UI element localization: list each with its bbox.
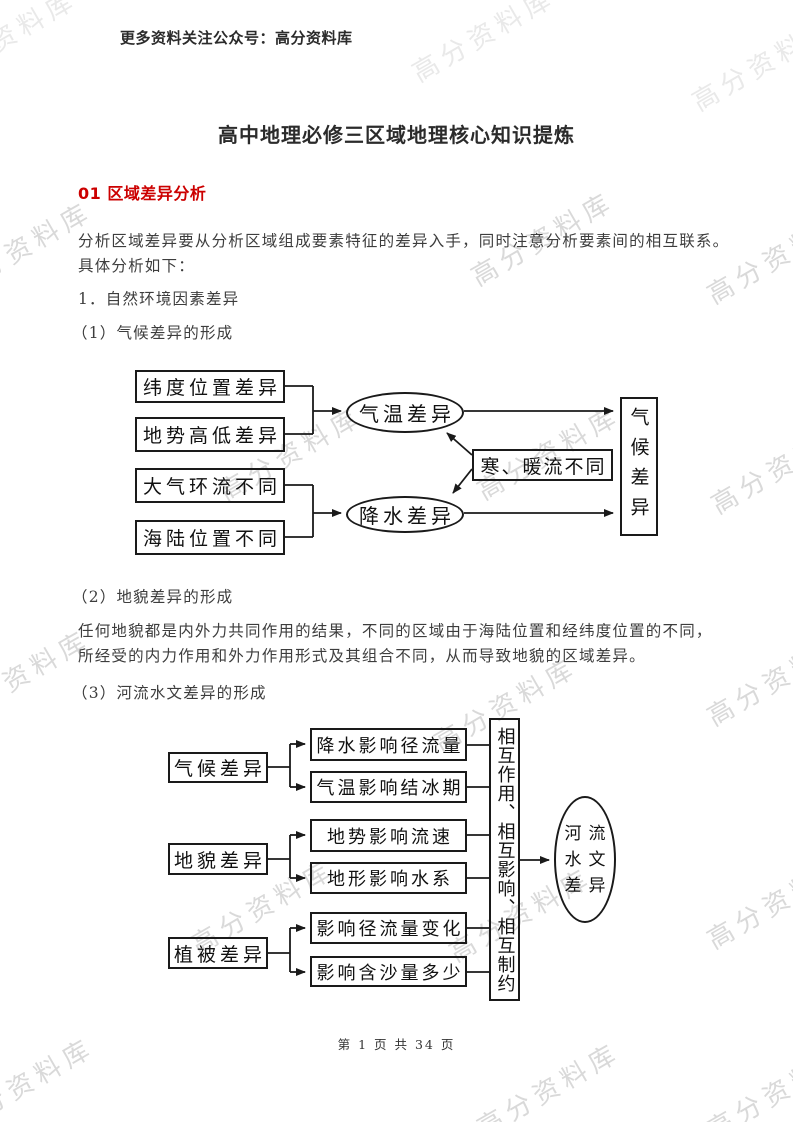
intro-paragraph: 分析区域差异要从分析区域组成要素特征的差异入手，同时注意分析要素间的相互联系。 … [78,229,738,279]
box-precipitation-runoff: 降水影响径流量 [310,728,467,761]
box-vegetation-difference: 植被差异 [168,937,268,969]
subheading-climate-difference: （1）气候差异的形成 [72,324,234,342]
box-terrain-flow-speed: 地势影响流速 [310,819,467,852]
river-hydrology-diagram: 气候差异 地貌差异 植被差异 降水影响径流量 气温影响结冰期 地势影响流速 地形… [168,715,618,1005]
diagram-connector-lines [285,385,614,538]
result-line-3: 差异 [564,875,613,896]
box-climate-difference: 气候差异 [168,752,268,783]
node-temperature-difference: 气温差异 [346,392,464,433]
landform-line-2: 所经受的内力作用和外力作用形式及其组合不同，从而导致地貌的区域差异。 [78,647,646,665]
box-mutual-relation: 相互作用、相互影响、相互制约 [489,718,520,1001]
watermark-text: 高分资料库 [687,11,793,118]
box-ocean-currents: 寒、暖流不同 [472,449,613,481]
subheading-hydrology-difference: （3）河流水文差异的形成 [72,684,267,702]
box-latitude-position-difference: 纬度位置差异 [135,370,285,403]
watermark-text: 高分资料库 [706,414,793,521]
result-line-2: 水文 [564,849,613,870]
watermark-text: 高分资料库 [0,0,84,91]
section-heading: 01 区域差异分析 [78,184,207,203]
box-temperature-freeze-period: 气温影响结冰期 [310,771,467,803]
page-title: 高中地理必修三区域地理核心知识提炼 [218,123,575,147]
box-climate-difference-result: 气候差异 [620,397,658,536]
watermark-text: 高分资料库 [702,849,793,956]
box-runoff-change: 影响径流量变化 [310,912,467,944]
diagram-connector-lines [268,740,550,976]
box-terrain-river-system: 地形影响水系 [310,862,467,894]
result-line-1: 河流 [564,823,613,844]
box-sediment-amount: 影响含沙量多少 [310,956,467,987]
landform-line-1: 任何地貌都是内外力共同作用的结果，不同的区域由于海陆位置和经纬度位置的不同， [78,622,713,640]
intro-line-2: 具体分析如下： [78,257,195,275]
box-land-sea-position: 海陆位置不同 [135,520,285,555]
landform-paragraph: 任何地貌都是内外力共同作用的结果，不同的区域由于海陆位置和经纬度位置的不同， 所… [78,619,738,669]
page-number-footer: 第 1 页 共 34 页 [337,1037,456,1052]
climate-difference-diagram: 纬度位置差异 地势高低差异 大气环流不同 海陆位置不同 气温差异 降水差异 寒、… [135,365,665,565]
box-atmospheric-circulation: 大气环流不同 [135,468,285,503]
box-elevation-difference: 地势高低差异 [135,417,285,452]
header-note: 更多资料关注公众号：高分资料库 [120,29,353,47]
box-landform-difference: 地貌差异 [168,843,268,875]
intro-line-1: 分析区域差异要从分析区域组成要素特征的差异入手，同时注意分析要素间的相互联系。 [78,232,730,250]
node-precipitation-difference: 降水差异 [346,496,464,533]
list-item-natural-factors: 1．自然环境因素差异 [78,290,240,308]
watermark-text: 高分资料库 [407,0,562,89]
node-river-hydrology-result: 河流 水文 差异 [554,796,616,923]
subheading-landform-difference: （2）地貌差异的形成 [72,588,234,606]
